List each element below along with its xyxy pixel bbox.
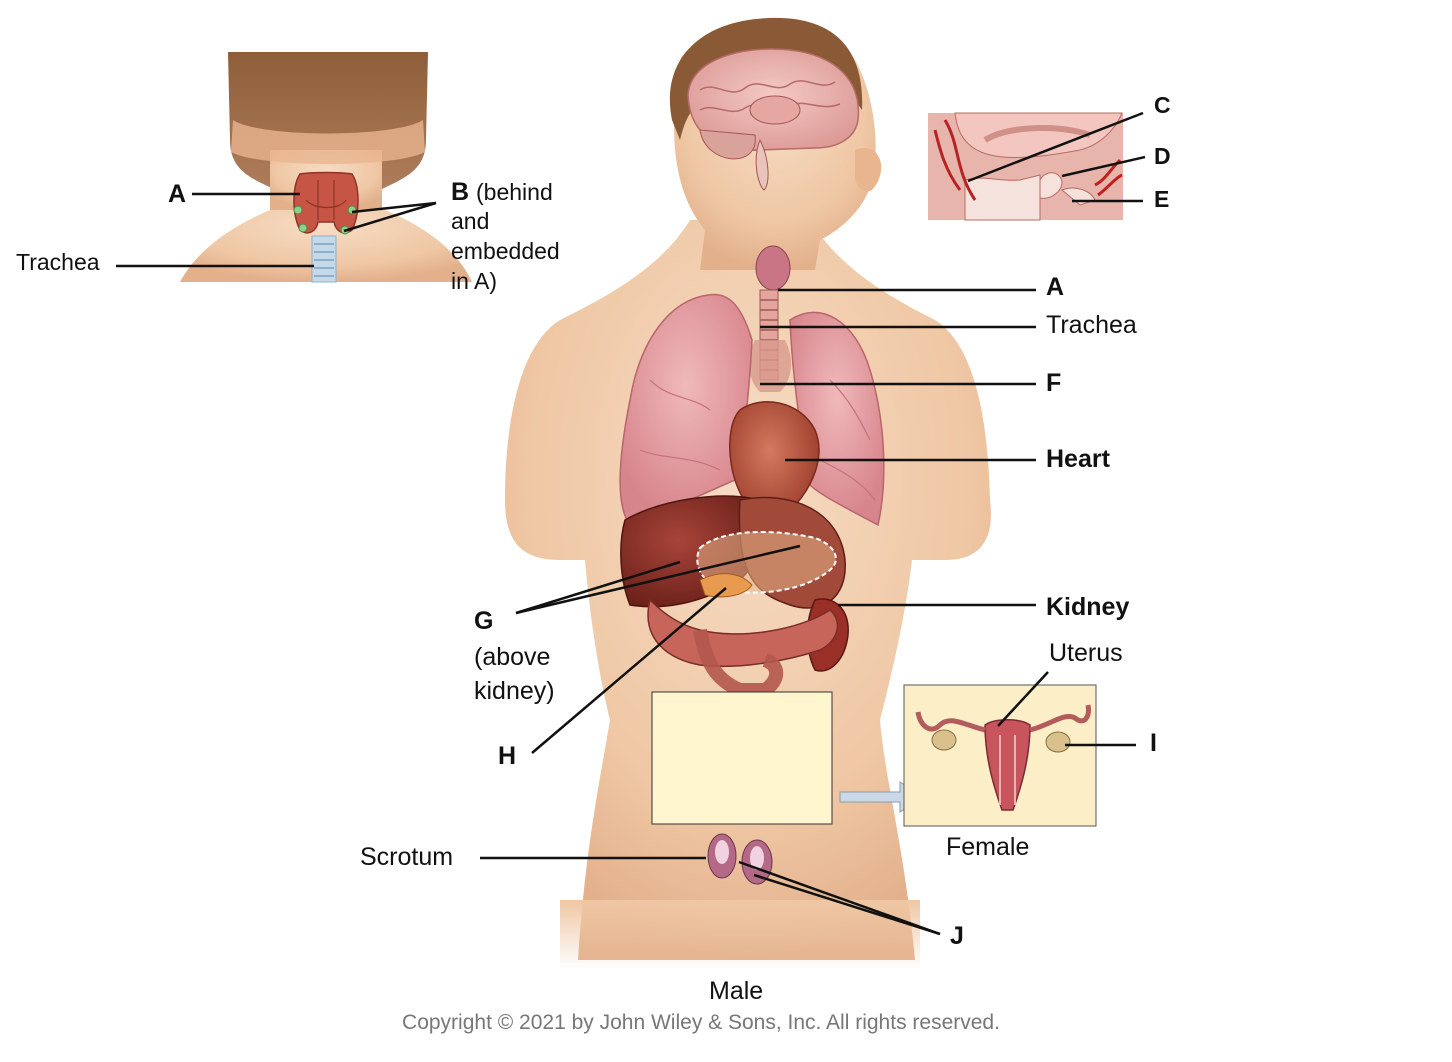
thyroid-gland-neck — [293, 171, 359, 234]
label-neck-b-note-1: (behind — [476, 179, 553, 205]
label-brain-d: D — [1154, 143, 1171, 169]
label-brain-c: C — [1154, 92, 1171, 118]
parathyroid-glands — [293, 205, 357, 235]
label-g-note-2: kidney) — [474, 677, 555, 705]
neck-inset — [180, 52, 472, 283]
brain — [687, 48, 860, 191]
label-uterus: Uterus — [1049, 639, 1123, 667]
label-neck-a: A — [168, 180, 187, 208]
label-body-a: A — [1046, 273, 1065, 301]
female-inset — [903, 684, 1097, 827]
answer-box — [651, 691, 833, 825]
label-brain-e: E — [1154, 186, 1170, 212]
leader-lines — [116, 111, 1146, 936]
label-i: I — [1150, 729, 1157, 757]
hair — [669, 17, 863, 140]
label-h: H — [498, 742, 517, 770]
label-neck-b: B (behind — [451, 177, 553, 207]
label-neck-b-note-2: and — [451, 208, 490, 234]
label-body-f: F — [1046, 369, 1062, 397]
label-neck-trachea: Trachea — [16, 249, 100, 275]
label-neck-b-note-3: embedded — [451, 238, 560, 264]
label-g: G — [474, 607, 494, 635]
label-neck-b-letter: B — [451, 178, 470, 206]
uterus-organ — [984, 719, 1031, 811]
label-female: Female — [946, 833, 1030, 861]
testes — [707, 833, 773, 885]
label-scrotum: Scrotum — [360, 843, 454, 871]
label-body-trachea: Trachea — [1046, 311, 1137, 339]
human-body — [505, 17, 991, 970]
label-neck-b-note-4: in A) — [451, 268, 498, 294]
thyroid-trachea — [748, 245, 792, 392]
brain-inset — [928, 112, 1123, 221]
label-male: Male — [709, 977, 764, 1005]
ear — [855, 148, 882, 192]
copyright-notice: Copyright © 2021 by John Wiley & Sons, I… — [402, 1011, 1000, 1034]
label-g-note-1: (above — [474, 643, 551, 671]
label-j: J — [950, 922, 964, 950]
label-kidney: Kidney — [1046, 593, 1130, 621]
label-heart: Heart — [1046, 445, 1110, 473]
